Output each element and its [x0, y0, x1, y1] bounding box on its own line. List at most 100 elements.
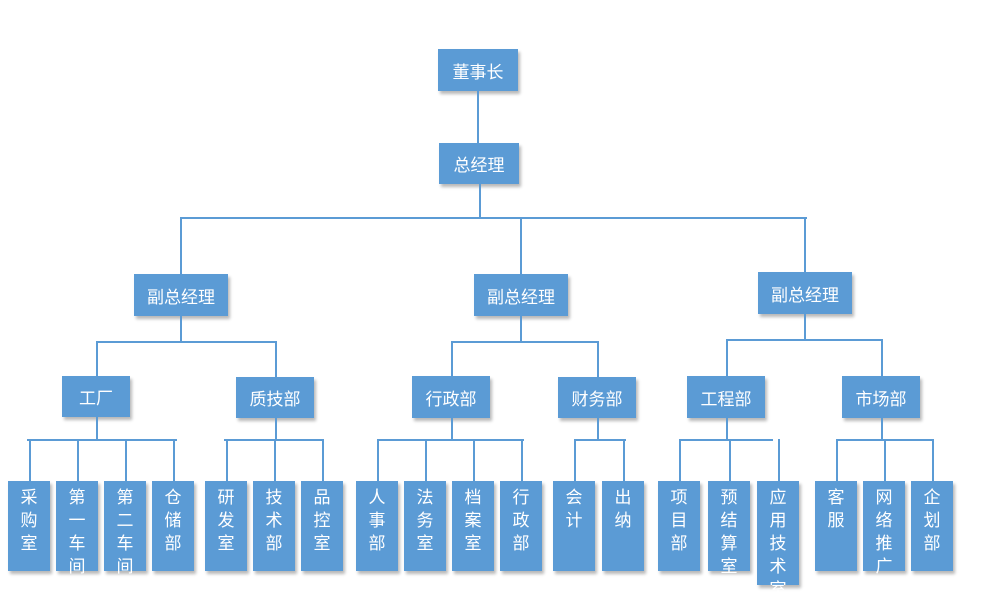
- unit-char: 部: [164, 534, 182, 554]
- unit-char: 研: [217, 488, 235, 508]
- connector: [425, 439, 427, 481]
- connector: [804, 218, 806, 272]
- unit-char: 案: [464, 511, 482, 531]
- unit-char: 目: [670, 511, 688, 531]
- unit-char: 部: [670, 534, 688, 554]
- connector: [679, 439, 681, 481]
- connector: [96, 341, 98, 376]
- unit-box: 人事部: [356, 481, 398, 571]
- unit-char: 技: [769, 534, 787, 554]
- unit-char: 室: [769, 580, 787, 600]
- chairman-box: 董事长: [438, 49, 518, 91]
- unit-char: 间: [68, 557, 86, 577]
- unit-char: 术: [769, 557, 787, 577]
- unit-char: 部: [368, 534, 386, 554]
- connector: [479, 184, 481, 218]
- unit-char: 技: [265, 488, 283, 508]
- unit-char: 划: [923, 511, 941, 531]
- unit-char: 部: [923, 534, 941, 554]
- connector: [27, 439, 177, 441]
- unit-char: 部: [512, 534, 530, 554]
- unit-char: 事: [368, 511, 386, 531]
- unit-char: 室: [464, 534, 482, 554]
- unit-char: 储: [164, 511, 182, 531]
- vice-manager-box: 副总经理: [134, 274, 228, 316]
- department-box: 质技部: [236, 377, 314, 418]
- unit-char: 第: [68, 488, 86, 508]
- connector: [180, 218, 182, 274]
- unit-char: 控: [313, 511, 331, 531]
- unit-box: 企划部: [911, 481, 953, 571]
- unit-box: 第一车间: [56, 481, 98, 577]
- unit-char: 部: [265, 534, 283, 554]
- unit-char: 客: [827, 488, 845, 508]
- vice-manager-box: 副总经理: [758, 272, 852, 314]
- unit-char: 车: [68, 534, 86, 554]
- unit-box: 网络推广: [863, 481, 905, 577]
- unit-char: 政: [512, 511, 530, 531]
- unit-char: 用: [769, 511, 787, 531]
- connector: [377, 439, 524, 441]
- unit-box: 项目部: [658, 481, 700, 571]
- unit-box: 应用技术室: [757, 481, 799, 600]
- connector: [881, 418, 883, 439]
- unit-char: 发: [217, 511, 235, 531]
- unit-char: 广: [875, 557, 893, 577]
- connector: [521, 439, 523, 481]
- connector: [597, 418, 599, 439]
- unit-char: 室: [720, 557, 738, 577]
- connector: [932, 439, 934, 481]
- unit-box: 客服: [815, 481, 857, 571]
- department-box: 市场部: [842, 376, 920, 418]
- connector: [96, 417, 98, 439]
- vice-manager-box: 副总经理: [474, 274, 568, 316]
- unit-char: 计: [565, 511, 583, 531]
- connector: [726, 418, 728, 439]
- general-manager-box: 总经理: [439, 143, 519, 184]
- connector: [574, 439, 576, 481]
- unit-box: 预结算室: [708, 481, 750, 577]
- unit-box: 研发室: [205, 481, 247, 571]
- unit-box: 第二车间: [104, 481, 146, 577]
- unit-char: 室: [416, 534, 434, 554]
- unit-box: 档案室: [452, 481, 494, 571]
- unit-char: 预: [720, 488, 738, 508]
- connector: [778, 439, 780, 481]
- department-box: 工程部: [687, 376, 765, 418]
- unit-char: 购: [20, 511, 38, 531]
- unit-char: 网: [875, 488, 893, 508]
- connector: [451, 341, 599, 343]
- connector: [77, 439, 79, 481]
- unit-box: 出纳: [602, 481, 644, 571]
- connector: [884, 439, 886, 481]
- unit-char: 室: [313, 534, 331, 554]
- unit-char: 术: [265, 511, 283, 531]
- unit-char: 法: [416, 488, 434, 508]
- unit-char: 室: [217, 534, 235, 554]
- unit-char: 第: [116, 488, 134, 508]
- connector: [173, 439, 175, 481]
- unit-char: 间: [116, 557, 134, 577]
- connector: [881, 339, 883, 376]
- unit-char: 出: [614, 488, 632, 508]
- connector: [726, 339, 883, 341]
- department-box: 工厂: [62, 376, 130, 417]
- connector: [180, 217, 807, 219]
- department-box: 财务部: [558, 377, 636, 418]
- unit-char: 务: [416, 511, 434, 531]
- unit-char: 应: [769, 488, 787, 508]
- connector: [520, 218, 522, 274]
- connector: [576, 439, 626, 441]
- connector: [804, 314, 806, 339]
- unit-char: 档: [464, 488, 482, 508]
- connector: [451, 418, 453, 439]
- unit-char: 络: [875, 511, 893, 531]
- unit-box: 法务室: [404, 481, 446, 571]
- unit-char: 品: [313, 488, 331, 508]
- unit-char: 服: [827, 511, 845, 531]
- unit-char: 行: [512, 488, 530, 508]
- unit-box: 技术部: [253, 481, 295, 571]
- connector: [322, 439, 324, 481]
- connector: [274, 439, 276, 481]
- connector: [180, 316, 182, 341]
